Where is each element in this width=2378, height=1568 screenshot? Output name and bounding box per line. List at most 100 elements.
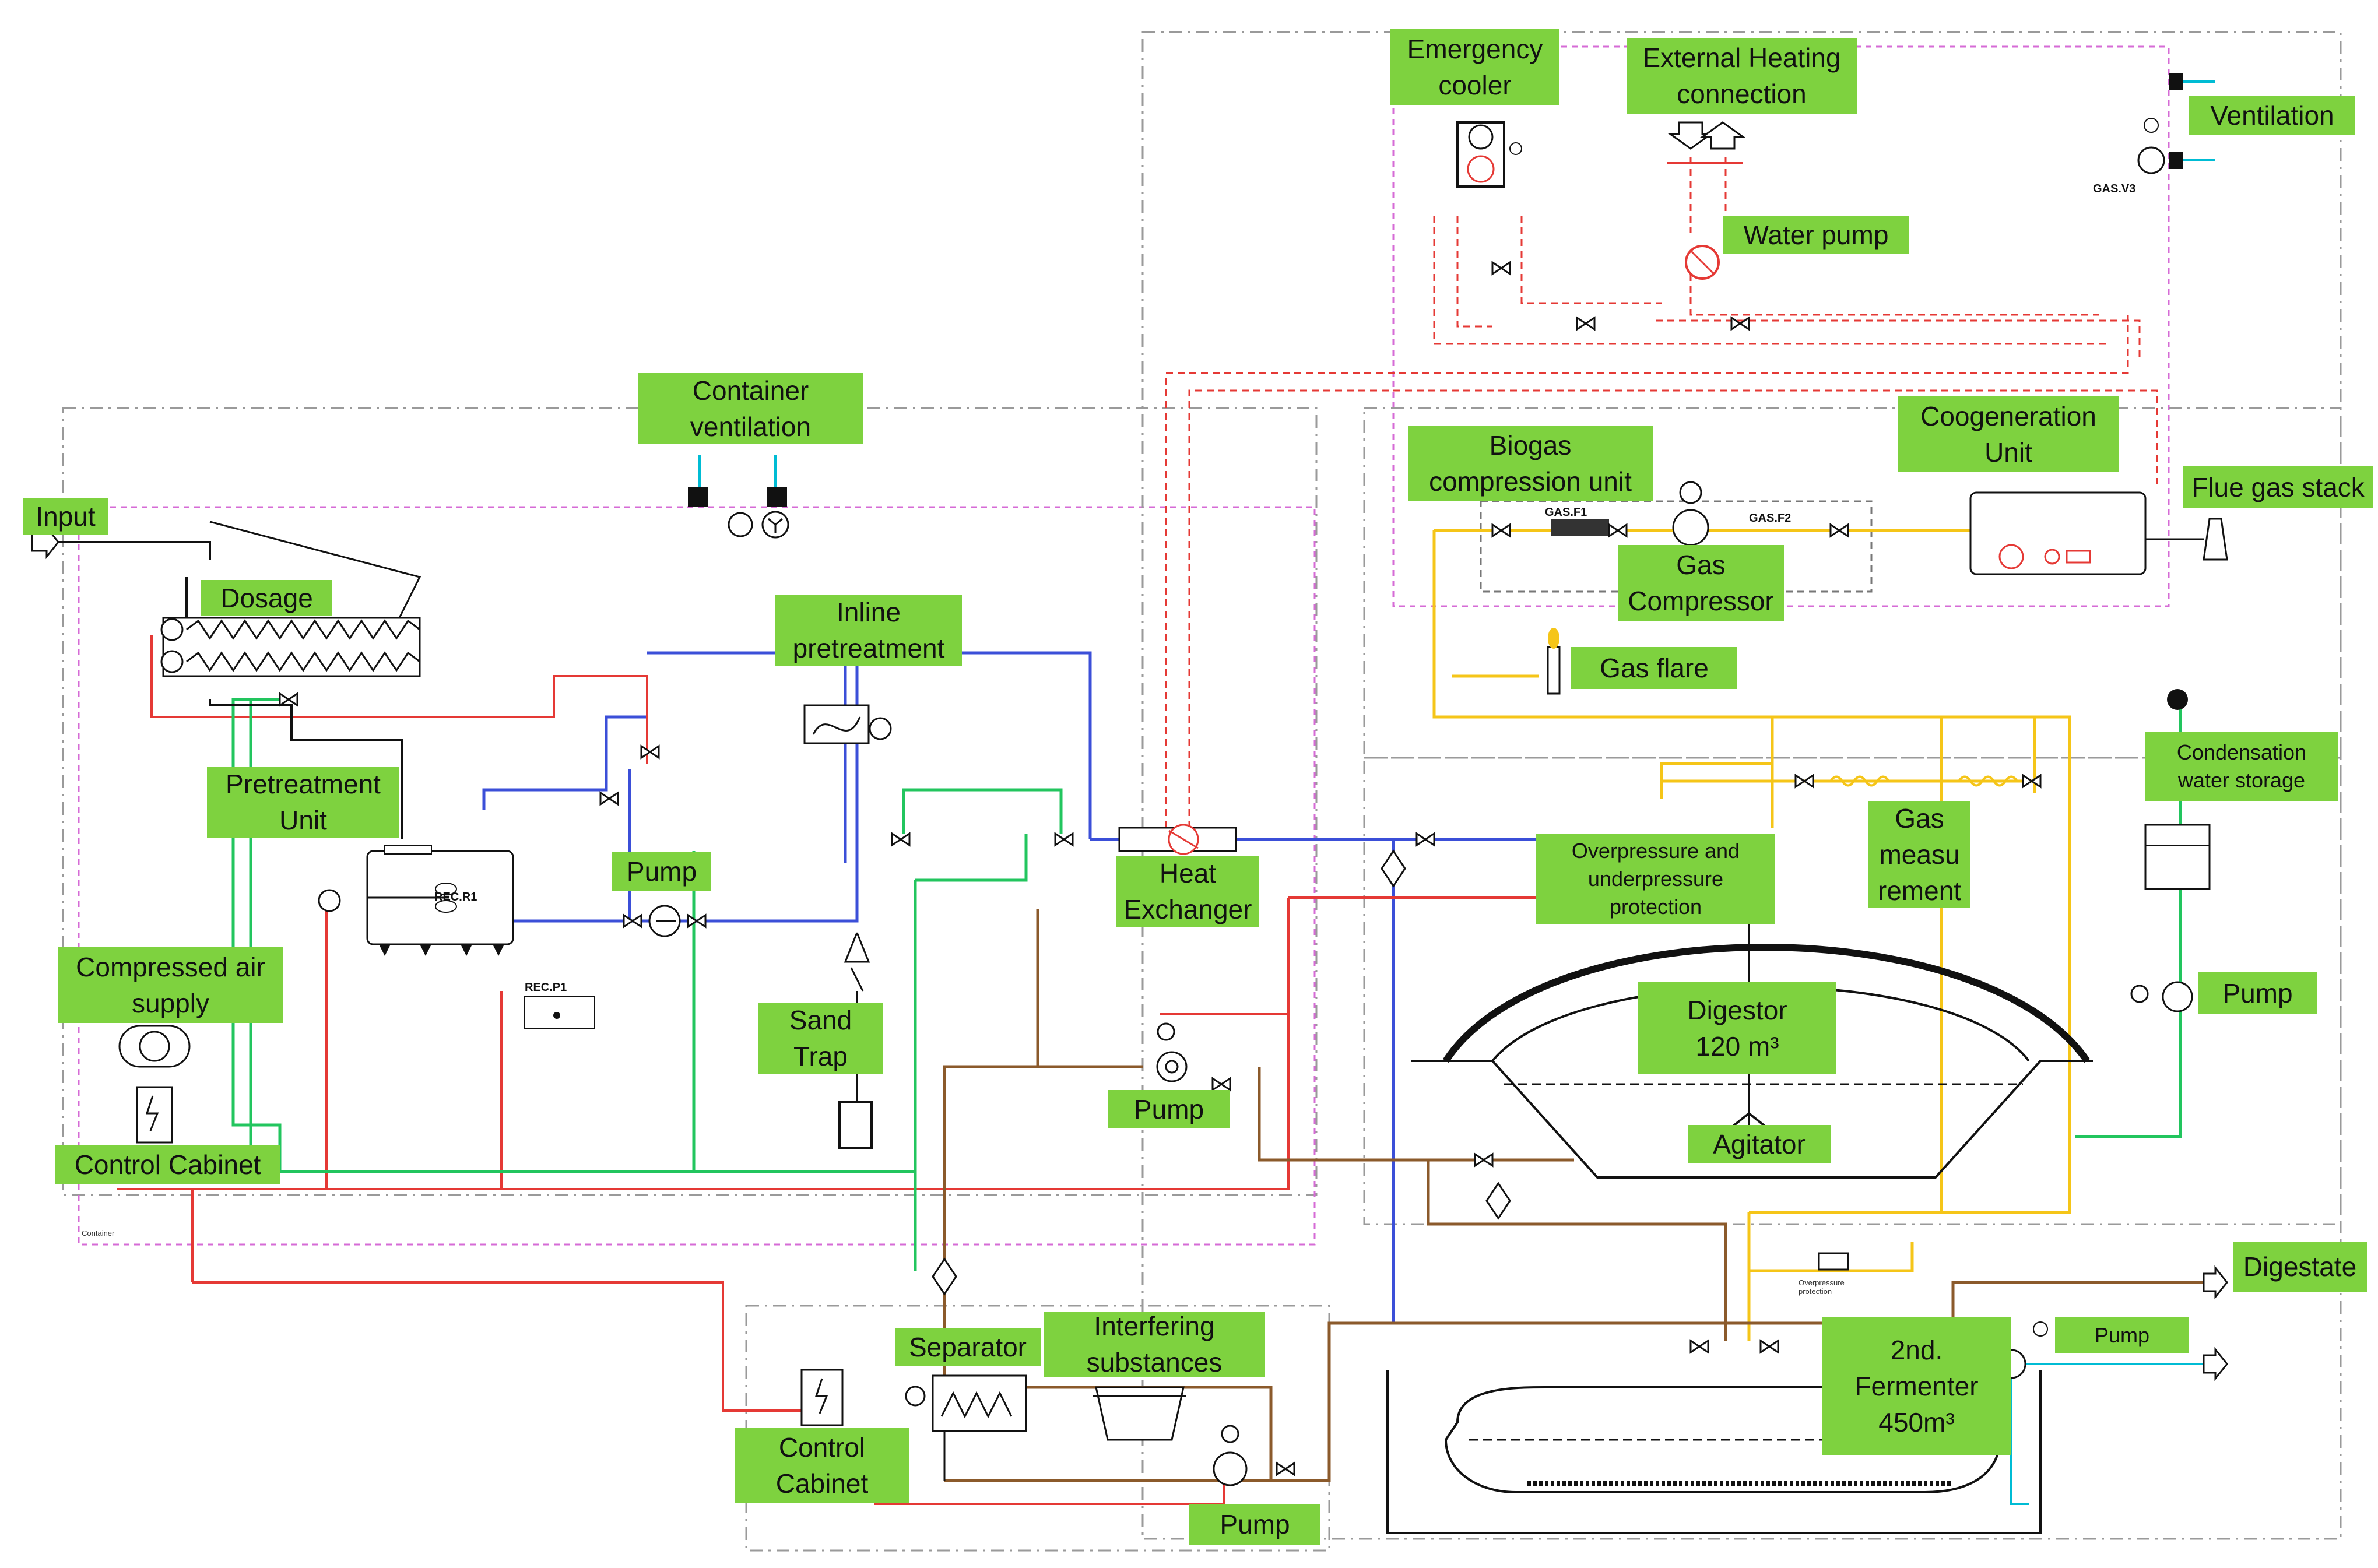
label-biogas-compression-unit-text: Biogas compression unit — [1429, 430, 1632, 497]
label-interfering-substances-text: Interfering substances — [1086, 1311, 1223, 1377]
valve-icon — [1415, 832, 1435, 847]
pump-right-icon — [2130, 981, 2193, 1012]
valve-icon — [1485, 1182, 1511, 1220]
label-input-text: Input — [36, 501, 96, 532]
label-separator: Separator — [895, 1328, 1041, 1366]
label-compressed-air-supply: Compressed air supply — [58, 947, 283, 1023]
label-biogas-compression-unit: Biogas compression unit — [1408, 426, 1653, 501]
label-control-cabinet-left-text: Control Cabinet — [74, 1149, 261, 1180]
label-external-heating: External Heating connection — [1627, 38, 1857, 114]
digestor-room-boundary — [1363, 757, 2342, 1225]
label-condensation-water-storage-text: Condensation water storage — [2176, 740, 2307, 792]
label-external-heating-text: External Heating connection — [1642, 43, 1841, 109]
label-pump-mid-text: Pump — [1133, 1094, 1204, 1124]
gas-measurement-coils — [1829, 775, 2018, 787]
tag-gas-f2: GAS.F2 — [1749, 512, 1791, 525]
label-gas-compressor-text: Gas Compressor — [1628, 550, 1774, 616]
tag-container: Container — [82, 1229, 115, 1237]
valve-icon — [1276, 1461, 1295, 1476]
ventilation-fan-icon: GAS.V3 — [2093, 73, 2183, 195]
valve-icon — [1689, 1339, 1709, 1354]
label-separator-text: Separator — [908, 1332, 1027, 1362]
label-flue-gas-stack-text: Flue gas stack — [2191, 472, 2365, 502]
label-overpressure-protection: Overpressure and underpressure protectio… — [1536, 834, 1775, 924]
label-heat-exchanger-text: Heat Exchanger — [1123, 858, 1252, 924]
biogas-lines — [1432, 529, 2071, 1341]
pump-bottom-icon — [1213, 1425, 1248, 1486]
valve-icon — [623, 913, 642, 929]
label-pretreatment-unit-text: Pretreatment Unit — [226, 769, 381, 835]
label-gas-compressor: Gas Compressor — [1618, 545, 1784, 621]
label-container-ventilation-text: Container ventilation — [690, 375, 812, 442]
separator-icon — [905, 1374, 1027, 1481]
valve-icon — [599, 791, 619, 806]
heat-exchanger-icon — [1118, 824, 1237, 855]
valve-icon — [279, 692, 298, 707]
valve-icon — [1054, 832, 1074, 847]
heat-circuit-dashed — [1165, 157, 2158, 839]
container-fan-icon — [688, 487, 789, 539]
label-overpressure-protection-text: Overpressure and underpressure protectio… — [1571, 838, 1740, 919]
control-cabinet-left-icon — [136, 1086, 173, 1144]
dosage-screw-lower — [160, 650, 420, 673]
water-pump-icon — [1685, 245, 1720, 280]
label-agitator: Agitator — [1688, 1125, 1831, 1163]
label-sand-trap-text: Sand Trap — [789, 1005, 852, 1071]
valve-icon — [687, 913, 707, 929]
chp-unit — [1969, 491, 2147, 575]
label-pump-mid: Pump — [1108, 1090, 1230, 1128]
label-pump-bottom-text: Pump — [1220, 1509, 1290, 1539]
label-digestor-text: Digestor 120 m³ — [1687, 995, 1787, 1061]
label-digestate: Digestate — [2233, 1242, 2367, 1292]
label-sand-trap: Sand Trap — [758, 1003, 883, 1074]
label-control-cabinet-left: Control Cabinet — [55, 1145, 280, 1184]
label-coogeneration-unit-text: Coogeneration Unit — [1920, 401, 2096, 467]
label-water-pump-text: Water pump — [1743, 220, 1889, 250]
digestate-arrows-icon — [2203, 1265, 2228, 1381]
rec-p1-controller: REC.P1 — [524, 981, 595, 1029]
label-container-ventilation: Container ventilation — [638, 373, 863, 444]
pretreatment-tank: REC.R1 — [318, 845, 514, 956]
valve-icon — [1730, 316, 1750, 331]
valve-icon — [1794, 774, 1814, 789]
label-pump-left-text: Pump — [626, 856, 697, 887]
emergency-cooler-icon — [1456, 121, 1522, 188]
valve-icon — [1211, 1077, 1231, 1092]
label-pump-left: Pump — [612, 852, 711, 891]
inline-heater — [803, 704, 892, 744]
label-gas-measurement: Gas measu rement — [1868, 801, 1970, 908]
valve-icon — [640, 744, 660, 760]
label-second-fermenter: 2nd. Fermenter 450m³ — [1822, 1317, 2011, 1455]
label-compressed-air-supply-text: Compressed air supply — [76, 952, 265, 1018]
label-emergency-cooler: Emergency cooler — [1390, 29, 1559, 105]
valve-icon — [932, 1257, 957, 1296]
label-control-cabinet-bottom: Control Cabinet — [735, 1428, 909, 1503]
label-pretreatment-unit: Pretreatment Unit — [207, 767, 399, 838]
tag-gas-f1: GAS.F1 — [1545, 506, 1587, 519]
label-digestor: Digestor 120 m³ — [1638, 982, 1836, 1074]
valve-icon — [1491, 523, 1511, 538]
label-agitator-text: Agitator — [1713, 1129, 1806, 1159]
label-gas-flare: Gas flare — [1571, 647, 1737, 689]
label-condensation-water-storage: Condensation water storage — [2145, 732, 2338, 801]
label-pump-right: Pump — [2198, 972, 2317, 1014]
external-heating-arrows-icon — [1667, 121, 1746, 164]
gas-compressor-icon: GAS.F1 GAS.F2 — [1545, 481, 1791, 546]
air-compressor — [118, 1025, 191, 1068]
label-pump-right-text: Pump — [2222, 978, 2293, 1008]
pump-mid-icon — [1156, 1022, 1188, 1082]
ventilation-lines — [698, 80, 2215, 1505]
label-heat-exchanger: Heat Exchanger — [1116, 856, 1259, 927]
label-coogeneration-unit: Coogeneration Unit — [1898, 396, 2119, 472]
label-dosage: Dosage — [201, 580, 332, 616]
tag-rec-p1: REC.P1 — [525, 981, 567, 994]
label-interfering-substances: Interfering substances — [1044, 1311, 1265, 1377]
valve-icon — [1829, 523, 1849, 538]
label-digestate-text: Digestate — [2243, 1251, 2357, 1282]
label-inline-pretreatment: Inline pretreatment — [775, 595, 962, 666]
valve-icon — [891, 832, 911, 847]
label-dosage-text: Dosage — [220, 583, 313, 613]
label-control-cabinet-bottom-text: Control Cabinet — [775, 1432, 869, 1499]
dosage-screw-upper — [160, 618, 420, 641]
